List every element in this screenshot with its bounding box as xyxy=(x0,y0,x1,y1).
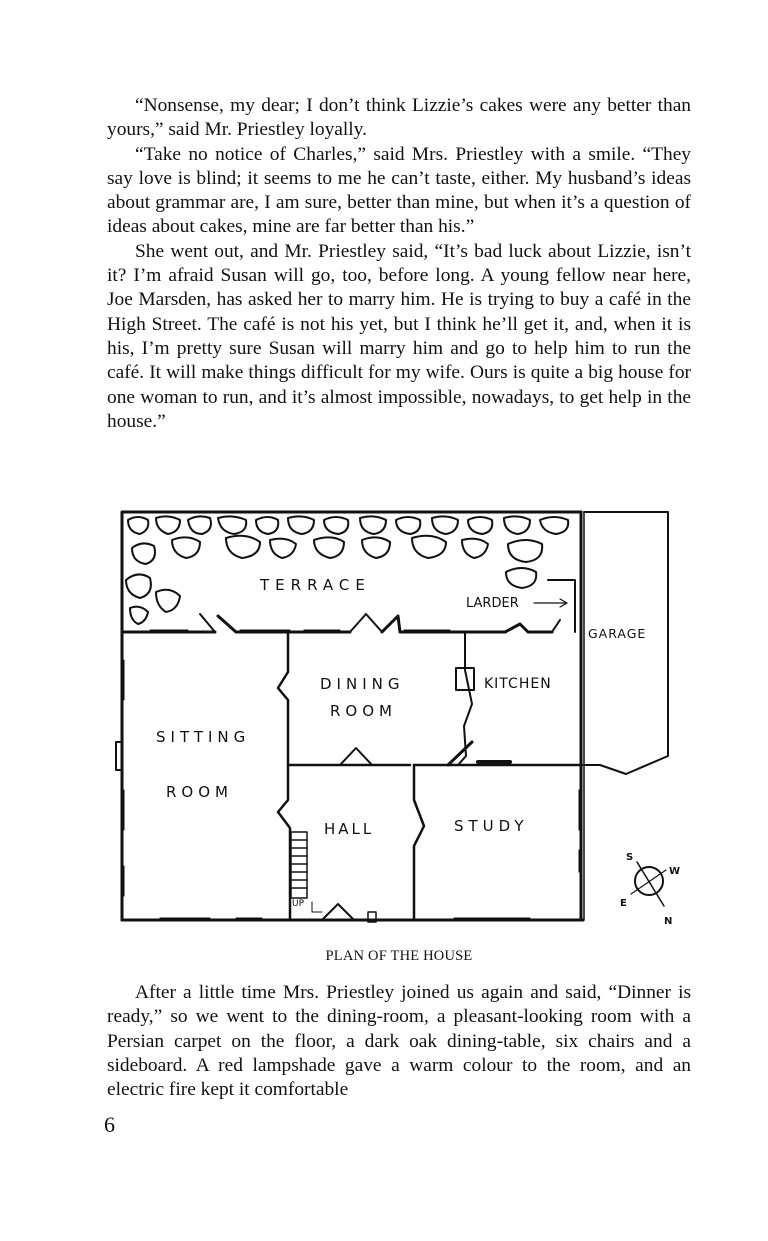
wall-north xyxy=(503,622,554,634)
wall-interior xyxy=(457,631,473,766)
label-study: STUDY xyxy=(454,817,529,835)
stone xyxy=(431,515,459,535)
paragraph: “Take no notice of Charles,” said Mrs. P… xyxy=(107,143,691,238)
figure-caption: PLAN OF THE HOUSE xyxy=(325,948,473,964)
stone xyxy=(225,534,261,559)
label-kitchen: KITCHEN xyxy=(484,676,552,692)
kitchen-stove xyxy=(455,667,475,691)
stone xyxy=(255,516,280,535)
compass-s: S xyxy=(626,852,633,863)
label-up: UP xyxy=(292,899,305,909)
compass-n: N xyxy=(664,916,672,927)
paragraph: She went out, and Mr. Priestley said, “I… xyxy=(107,240,691,432)
paragraph: After a little time Mrs. Priestley joine… xyxy=(107,982,691,1101)
paragraph: “Nonsense, my dear; I don’t think Lizzie… xyxy=(107,95,691,141)
door-swing xyxy=(339,747,373,766)
stone xyxy=(171,536,201,559)
compass-icon xyxy=(634,866,664,896)
stone xyxy=(359,515,387,535)
stone xyxy=(503,515,531,535)
stone xyxy=(129,605,149,625)
wall-interior xyxy=(412,763,426,922)
garage-outline xyxy=(583,511,669,775)
stone xyxy=(539,516,570,535)
stone xyxy=(323,516,350,535)
wall-north xyxy=(380,614,507,634)
garage-door xyxy=(583,764,627,775)
stone xyxy=(155,588,181,613)
body-text-top: “Nonsense, my dear; I don’t think Lizzie… xyxy=(107,94,691,434)
stone xyxy=(395,516,422,535)
wall-interior xyxy=(276,763,292,922)
larder-wall xyxy=(547,579,576,633)
stone xyxy=(411,534,447,559)
stone xyxy=(217,515,248,535)
door-post xyxy=(367,911,377,923)
wall-interior xyxy=(276,630,412,767)
door-swing xyxy=(551,619,561,633)
label-dining-room: ROOM xyxy=(330,702,397,720)
larder-arrow-head xyxy=(559,598,568,608)
stone xyxy=(507,539,544,563)
label-garage: GARAGE xyxy=(588,626,646,641)
label-larder: LARDER xyxy=(466,596,519,611)
door-swing xyxy=(446,740,474,767)
stone xyxy=(461,537,489,559)
stone xyxy=(467,516,494,535)
door-swing xyxy=(199,613,216,633)
label-hall: HALL xyxy=(324,820,374,838)
stone xyxy=(287,515,315,535)
label-dining: DINING xyxy=(320,675,404,693)
label-sitting: SITTING xyxy=(156,728,250,746)
staircase xyxy=(290,831,308,899)
stone xyxy=(505,567,538,589)
compass-needle xyxy=(630,869,667,895)
stone xyxy=(361,536,391,559)
house-plan-figure: TERRACE LARDER GARAGE DINING ROOM KITCHE… xyxy=(115,510,680,927)
stone xyxy=(127,516,150,535)
door-swing xyxy=(349,613,383,633)
wall-north xyxy=(216,614,352,634)
compass-needle xyxy=(636,861,665,907)
compass-e: E xyxy=(620,898,627,909)
stone xyxy=(313,536,345,559)
stair-arrow xyxy=(311,901,323,913)
stone xyxy=(131,542,156,565)
compass-w: W xyxy=(669,866,680,877)
front-door-swing xyxy=(321,903,355,921)
stone xyxy=(125,573,152,599)
stone xyxy=(269,537,297,559)
body-text-bottom: After a little time Mrs. Priestley joine… xyxy=(107,981,691,1102)
stone xyxy=(155,515,181,535)
page-number: 6 xyxy=(104,1112,115,1137)
stone xyxy=(187,515,212,535)
label-terrace: TERRACE xyxy=(259,576,371,594)
label-sitting-room: ROOM xyxy=(166,783,233,801)
bay-window xyxy=(115,741,123,771)
